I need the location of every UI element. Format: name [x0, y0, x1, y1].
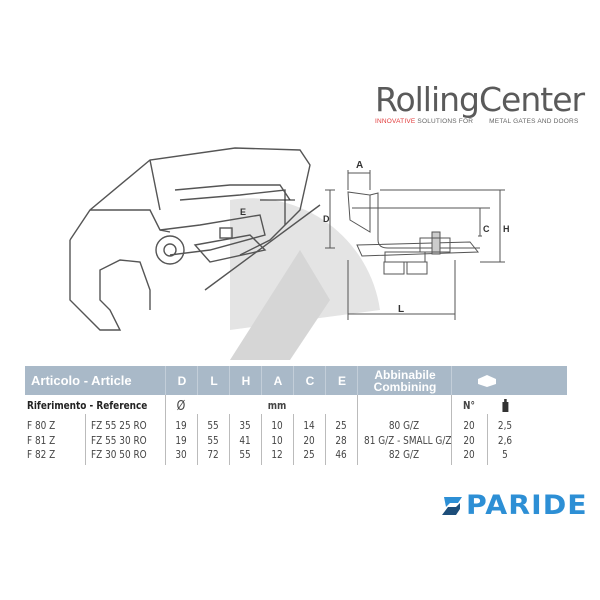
cell-article: F 80 Z — [27, 420, 56, 432]
paride-logo: PARIDE — [440, 490, 600, 521]
table-header: Articolo - Article D L H A C E Abbinabil… — [25, 366, 567, 395]
header-A: A — [261, 366, 294, 395]
label-L: L — [398, 304, 404, 315]
subheader-qty: N° — [463, 400, 475, 412]
label-D: D — [323, 214, 330, 224]
cell-A: 10 — [271, 420, 283, 432]
cell-A: 10 — [271, 434, 283, 447]
tagline-rest: SOLUTIONS FOR — [415, 118, 474, 125]
cell-L: 55 — [207, 420, 219, 432]
header-combining: Abbinabile Combining — [357, 366, 452, 395]
cell-L: 72 — [207, 449, 219, 461]
brand-tagline: INNOVATIVE SOLUTIONS FOR METAL GATES AND… — [375, 118, 579, 125]
cell-weight: 5 — [502, 449, 508, 461]
cell-H: 35 — [239, 420, 251, 432]
cell-article: F 82 Z — [27, 449, 56, 461]
tagline-red: INNOVATIVE — [375, 118, 416, 125]
label-H: H — [503, 224, 510, 234]
cell-article: F 81 Z — [27, 434, 56, 447]
header-combining-en: Combining — [373, 379, 437, 394]
subheader-diameter: Ø — [176, 399, 186, 414]
spec-table: Articolo - Article D L H A C E Abbinabil… — [25, 366, 567, 466]
cell-weight: 2,5 — [497, 420, 513, 432]
tagline-right: METAL GATES AND DOORS — [489, 118, 579, 125]
cell-C: 14 — [303, 420, 315, 432]
cell-reference: FZ 55 25 RO — [91, 420, 147, 432]
header-combining-it: Abbinabile — [374, 367, 436, 382]
label-A: A — [356, 160, 363, 171]
cell-D: 30 — [175, 449, 187, 461]
cell-qty: 20 — [463, 434, 475, 447]
header-D: D — [165, 366, 198, 395]
cell-D: 19 — [175, 420, 187, 432]
subheader-unit: mm — [267, 400, 287, 412]
header-H: H — [229, 366, 262, 395]
cell-C: 20 — [303, 434, 315, 447]
rail-drawing — [69, 147, 321, 331]
header-article: Articolo - Article — [31, 373, 132, 388]
cell-reference: FZ 55 30 RO — [91, 434, 147, 447]
paride-name: PARIDE — [466, 490, 588, 521]
cell-reference: FZ 30 50 RO — [91, 449, 147, 461]
cell-E: 46 — [335, 449, 347, 461]
cell-combining: 81 G/Z - SMALL G/Z — [364, 434, 452, 447]
box-icon — [451, 366, 522, 395]
cell-A: 12 — [271, 449, 283, 461]
brand-name: RollingCenter — [375, 80, 585, 119]
header-L: L — [197, 366, 230, 395]
weight-icon — [490, 399, 521, 415]
paride-s-icon — [442, 497, 462, 515]
header-E: E — [325, 366, 358, 395]
cell-combining: 80 G/Z — [388, 420, 420, 432]
header-C: C — [293, 366, 326, 395]
cell-E: 28 — [335, 434, 347, 447]
cell-H: 55 — [239, 449, 251, 461]
cell-C: 25 — [303, 449, 315, 461]
cell-weight: 2,6 — [497, 434, 513, 447]
cell-qty: 20 — [463, 420, 475, 432]
cell-combining: 82 G/Z — [388, 449, 420, 461]
technical-diagram: A D C H L E — [69, 147, 510, 360]
cell-E: 25 — [335, 420, 347, 432]
watermark-shape — [230, 250, 330, 360]
cell-H: 41 — [239, 434, 251, 447]
cell-qty: 20 — [463, 449, 475, 461]
section-view — [260, 170, 505, 320]
label-E: E — [240, 207, 246, 217]
cell-D: 19 — [175, 434, 187, 447]
rolling-center-logo: RollingCenter INNOVATIVE SOLUTIONS FOR M… — [375, 80, 590, 130]
label-C: C — [483, 224, 490, 234]
subheader-reference: Riferimento - Reference — [27, 400, 148, 412]
cell-L: 55 — [207, 434, 219, 447]
